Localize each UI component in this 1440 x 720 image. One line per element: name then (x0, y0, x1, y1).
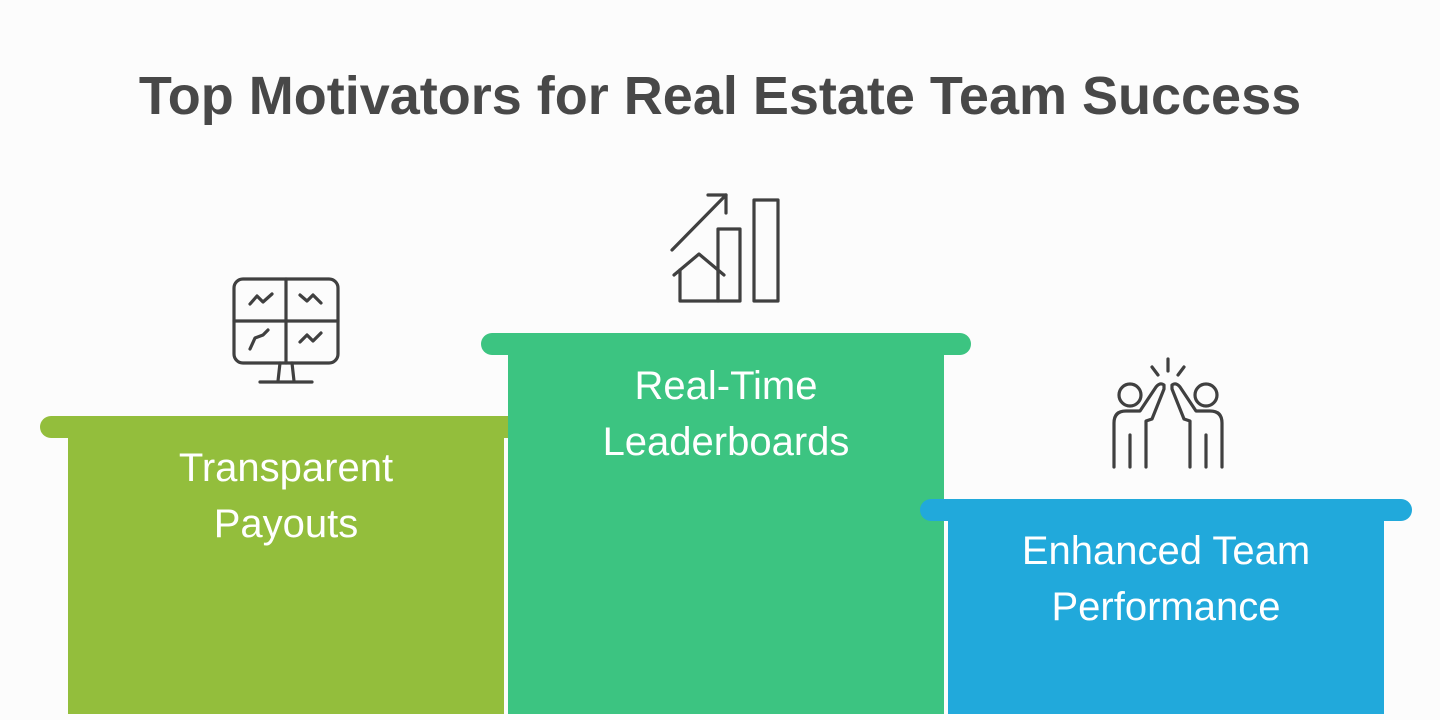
step-2-label: Real-Time Leaderboards (602, 364, 850, 464)
growth-chart-house-icon (668, 191, 784, 305)
step-2-body (508, 354, 944, 714)
step-enhanced-team-performance-block (920, 499, 1412, 714)
page-title: Top Motivators for Real Estate Team Succ… (138, 66, 1302, 126)
step-1-body (68, 438, 504, 714)
step-3-label: Enhanced Team Performance (1021, 529, 1311, 629)
step-real-time-leaderboards-block (481, 333, 971, 714)
high-five-icon (1108, 355, 1228, 471)
step-transparent-payouts-block (40, 416, 532, 714)
step-1-label: Transparent Payouts (178, 446, 394, 546)
dashboard-monitor-icon (230, 276, 342, 386)
step-3-body (948, 520, 1384, 714)
